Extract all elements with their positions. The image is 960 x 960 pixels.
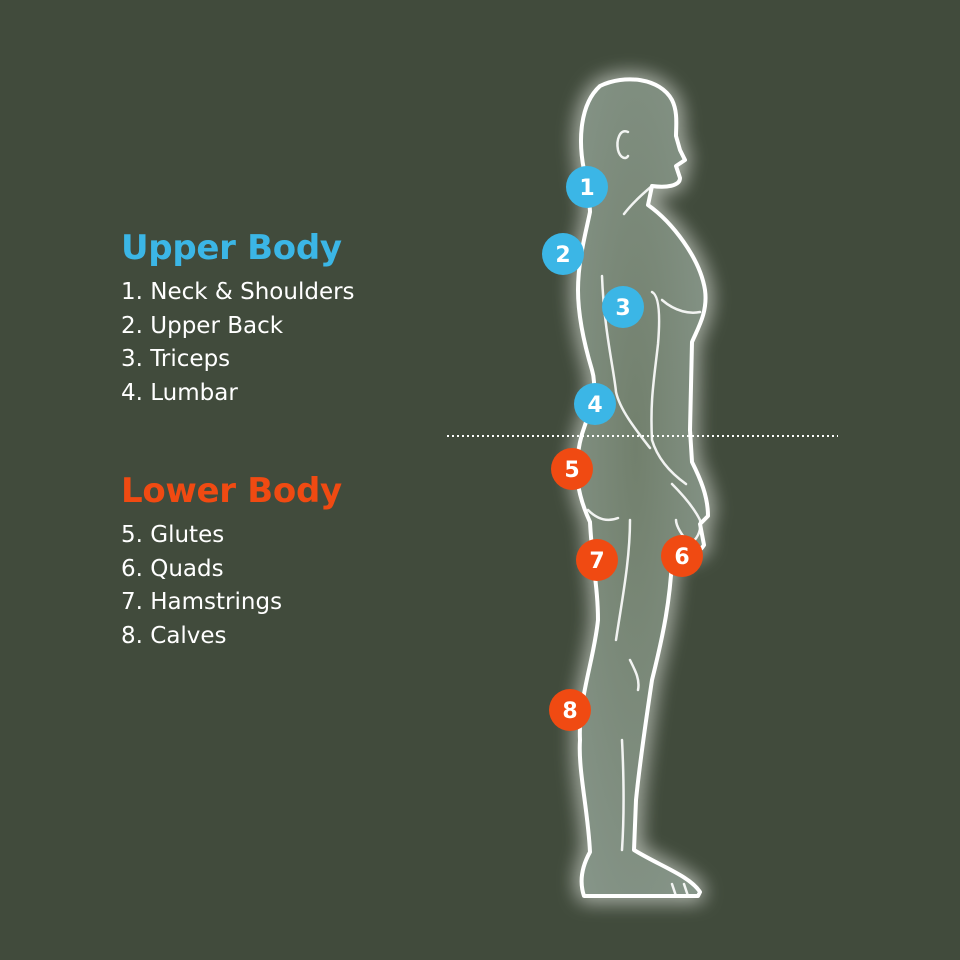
thigh-contour <box>614 518 632 642</box>
marker-upper-back: 2 <box>542 233 584 275</box>
marker-circle <box>542 233 584 275</box>
marker-circle <box>602 286 644 328</box>
lower-body-legend: Lower Body 5. Glutes 6. Quads 7. Hamstri… <box>121 469 342 653</box>
marker-glutes: 5 <box>551 448 593 490</box>
marker-number: 1 <box>579 176 594 201</box>
marker-circle <box>549 689 591 731</box>
legend-item-upper-back: 2. Upper Back <box>121 312 284 339</box>
marker-hamstrings: 7 <box>576 539 618 581</box>
legend-item-neck-shoulders: 1. Neck & Shoulders <box>121 279 355 305</box>
marker-circle <box>566 166 608 208</box>
ear-contour <box>616 129 630 160</box>
knee-contour <box>628 658 640 692</box>
marker-number: 3 <box>615 296 630 321</box>
marker-quads: 6 <box>661 535 703 577</box>
marker-triceps: 3 <box>602 286 644 328</box>
shin-contour <box>620 738 625 852</box>
marker-number: 6 <box>674 545 689 570</box>
upper-body-legend: Upper Body 1. Neck & Shoulders 2. Upper … <box>121 226 355 410</box>
lower-body-title: Lower Body <box>121 471 342 511</box>
toes-contour <box>670 882 690 898</box>
legend-item-hamstrings: 7. Hamstrings <box>121 589 283 615</box>
marker-circle <box>574 383 616 425</box>
arm-front-contour <box>650 290 688 486</box>
legend-item-glutes: 5. Glutes <box>121 522 225 548</box>
marker-calves: 8 <box>549 689 591 731</box>
marker-neck-shoulders: 1 <box>566 166 608 208</box>
chest-contour <box>660 298 702 314</box>
marker-number: 5 <box>564 458 579 483</box>
hand-contour <box>670 482 702 546</box>
marker-number: 7 <box>589 549 604 574</box>
marker-lumbar: 4 <box>574 383 616 425</box>
marker-number: 2 <box>555 243 570 268</box>
legend-item-lumbar: 4. Lumbar <box>121 379 238 406</box>
marker-circle <box>576 539 618 581</box>
upper-body-title: Upper Body <box>121 228 342 268</box>
upper-body-list: 1. Neck & Shoulders 2. Upper Back 3. Tri… <box>121 276 355 410</box>
body-contours <box>586 129 702 898</box>
marker-circle <box>661 535 703 577</box>
body-silhouette <box>575 77 710 898</box>
legend-item-quads: 6. Quads <box>121 555 224 582</box>
glute-contour <box>586 508 620 522</box>
lower-body-list: 5. Glutes 6. Quads 7. Hamstrings 8. Calv… <box>121 519 342 653</box>
legend-item-calves: 8. Calves <box>121 622 227 649</box>
legend-item-triceps: 3. Triceps <box>121 346 231 372</box>
neck-contour <box>622 184 654 216</box>
marker-number: 4 <box>587 393 602 418</box>
marker-number: 8 <box>562 699 577 724</box>
marker-circle <box>551 448 593 490</box>
